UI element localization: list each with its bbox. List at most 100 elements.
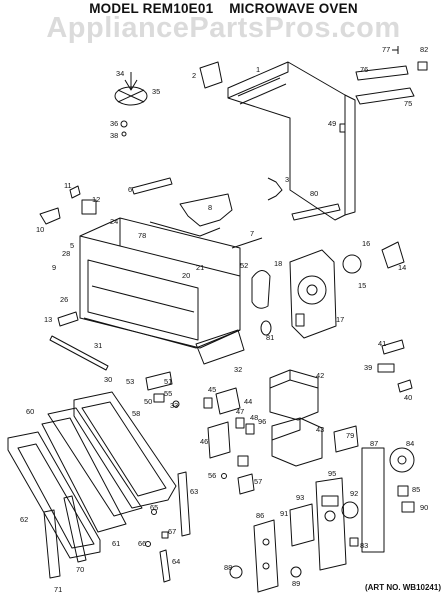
part-66-screw — [145, 541, 151, 547]
door-assembly — [7, 391, 177, 579]
label-24: 24 — [110, 217, 118, 226]
label-16: 16 — [362, 239, 370, 248]
part-11-clip — [69, 185, 81, 199]
part-2-plate — [199, 61, 223, 89]
label-58: 58 — [132, 409, 140, 418]
label-45: 45 — [208, 385, 216, 394]
part-92-knob — [341, 501, 359, 519]
part-87-board — [361, 447, 385, 553]
part-41-fuse — [381, 339, 405, 355]
label-17: 17 — [336, 315, 344, 324]
part-89-knob — [290, 566, 302, 578]
part-90-switch — [401, 501, 415, 513]
part-12-pad — [81, 199, 97, 215]
label-56: 56 — [208, 471, 216, 480]
label-53: 53 — [126, 377, 134, 386]
label-7: 7 — [250, 229, 254, 238]
label-71: 71 — [54, 585, 62, 594]
label-82: 82 — [420, 45, 428, 54]
part-86-panel — [253, 519, 279, 593]
part-50-latch — [153, 393, 165, 403]
part-76-strip — [355, 65, 409, 81]
label-31: 31 — [94, 341, 102, 350]
label-38: 38 — [110, 131, 118, 140]
label-62: 62 — [20, 515, 28, 524]
part-67-clip — [161, 531, 169, 539]
label-39: 39 — [364, 363, 372, 372]
label-28: 28 — [62, 249, 70, 258]
label-78: 78 — [138, 231, 146, 240]
label-95: 95 — [328, 469, 336, 478]
part-58-door-frame — [73, 391, 177, 509]
label-84: 84 — [406, 439, 414, 448]
oven-cavity — [79, 217, 241, 349]
part-70-door-strip — [63, 495, 87, 563]
label-88: 88 — [224, 563, 232, 572]
label-70: 70 — [76, 565, 84, 574]
part-40-clip — [397, 379, 413, 393]
label-66: 66 — [138, 539, 146, 548]
label-93: 93 — [296, 493, 304, 502]
label-63: 63 — [190, 487, 198, 496]
label-57: 57 — [254, 477, 262, 486]
label-41: 41 — [378, 339, 386, 348]
part-15-motor — [342, 254, 362, 274]
label-11: 11 — [64, 181, 72, 190]
label-75: 75 — [404, 99, 412, 108]
part-43-magnetron — [271, 417, 323, 467]
art-number: (ART NO. WB10241) — [364, 583, 441, 592]
part-77-pin — [392, 46, 399, 54]
part-38-screw — [121, 131, 127, 137]
label-12: 12 — [92, 195, 100, 204]
label-65: 65 — [150, 503, 158, 512]
label-92: 92 — [350, 489, 358, 498]
label-32: 32 — [234, 365, 242, 374]
part-labels: 1 2 3 5 6 7 8 9 10 11 12 13 14 15 16 17 … — [20, 45, 428, 594]
label-85: 85 — [412, 485, 420, 494]
part-65-screw — [151, 509, 157, 515]
label-49: 49 — [328, 119, 336, 128]
label-34: 34 — [116, 69, 124, 78]
part-83-clip — [349, 537, 359, 547]
label-2: 2 — [192, 71, 196, 80]
part-44-latch — [215, 387, 241, 415]
label-30: 30 — [104, 375, 112, 384]
part-45-switch — [203, 397, 213, 409]
part-82-clip — [417, 61, 428, 71]
part-10-bracket — [39, 207, 61, 225]
part-13-bracket — [57, 311, 79, 327]
part-71-door-strip — [43, 509, 61, 579]
part-6-bracket — [131, 177, 173, 195]
blower-assembly — [289, 249, 337, 339]
part-75-strip — [355, 87, 415, 105]
label-67: 67 — [168, 527, 176, 536]
label-10: 10 — [36, 225, 44, 234]
label-81: 81 — [266, 333, 274, 342]
fan-blade — [114, 72, 148, 106]
label-5: 5 — [70, 241, 74, 250]
label-55: 55 — [164, 389, 172, 398]
part-80-strip — [291, 203, 341, 221]
part-62-door-outer — [7, 431, 101, 559]
part-32-grille — [195, 329, 245, 365]
label-14: 14 — [398, 263, 406, 272]
part-81-grommet — [260, 320, 272, 336]
label-20: 20 — [182, 271, 190, 280]
label-48: 48 — [250, 413, 258, 422]
watermark: AppliancePartsPros.com — [46, 12, 401, 44]
label-46: 46 — [200, 437, 208, 446]
part-18-cap — [295, 313, 305, 327]
part-39-fuse — [377, 363, 395, 373]
part-55-screw — [172, 400, 180, 408]
label-76: 76 — [360, 65, 368, 74]
label-77: 77 — [382, 45, 390, 54]
label-3: 3 — [285, 175, 289, 184]
label-44: 44 — [244, 397, 252, 406]
part-8-bracket — [179, 193, 233, 227]
wire-harness — [267, 177, 283, 201]
part-88-knob — [229, 565, 243, 579]
part-93-bracket — [289, 503, 315, 547]
label-13: 13 — [44, 315, 52, 324]
part-51-bracket — [145, 371, 173, 391]
